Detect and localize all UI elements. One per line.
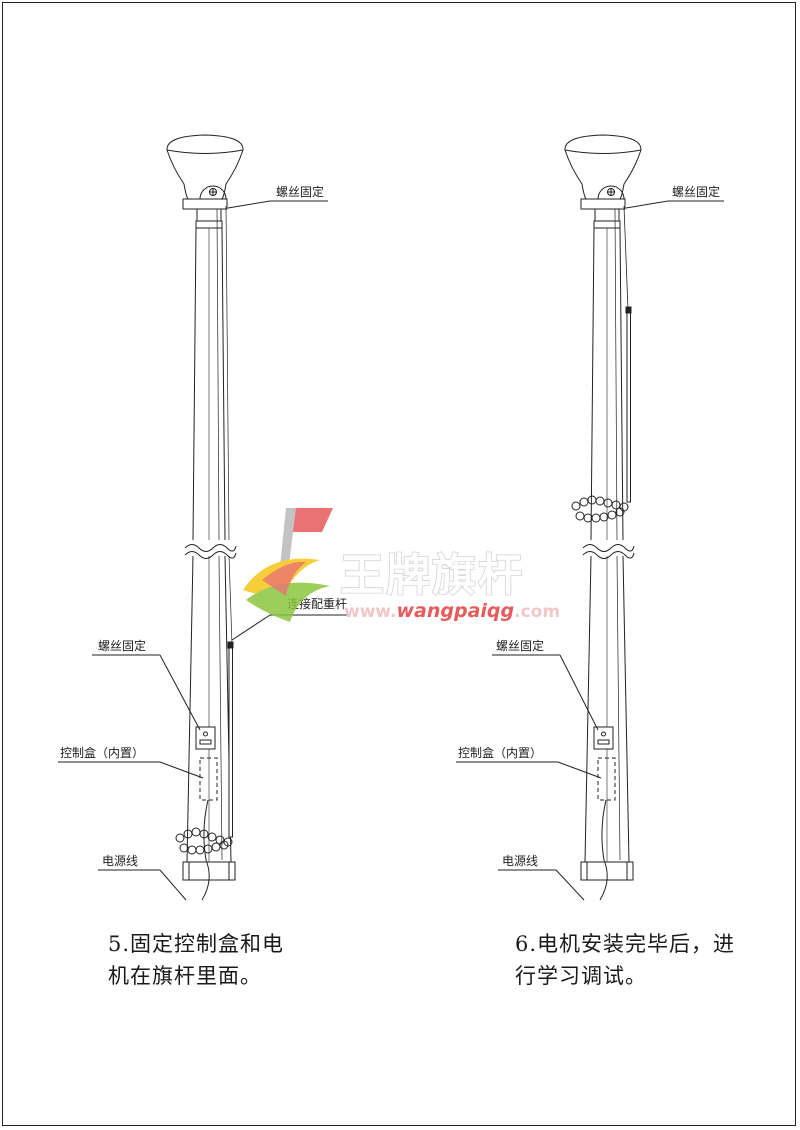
fig5-label-top-screw: 螺丝固定: [276, 184, 324, 199]
finial-ball: [166, 134, 244, 200]
counterweight-rod: [228, 644, 233, 838]
pole-left-edge: [192, 227, 197, 541]
fig6-label-low-screw: 螺丝固定: [496, 638, 544, 653]
figure-5: [58, 134, 350, 901]
caption-line: 6.电机安装完毕后，进: [515, 932, 736, 956]
watermark-url-prefix: www.: [344, 602, 397, 622]
pole-right-edge: [221, 227, 226, 541]
pulley-wheel: [199, 185, 227, 200]
figure-6: [456, 134, 724, 901]
fig5-label-power: 电源线: [102, 854, 138, 868]
watermark-url: www.wangpaiqg.com: [344, 600, 560, 622]
caption-line: 机在旗杆里面。: [108, 964, 262, 988]
fig6-label-top-screw: 螺丝固定: [672, 184, 720, 199]
caption-step-6: 6.电机安装完毕后，进 行学习调试。: [515, 928, 775, 992]
power-cable: [599, 799, 608, 901]
fig5-label-control-box: 控制盒（内置）: [60, 745, 144, 760]
pulley-box: [182, 198, 228, 210]
pulley-wheel: [597, 185, 625, 200]
caption-line: 行学习调试。: [515, 964, 647, 988]
fig5-label-low-screw: 螺丝固定: [98, 638, 146, 653]
caption-step-5: 5.固定控制盒和电 机在旗杆里面。: [108, 928, 318, 992]
control-box-dashed: [597, 757, 616, 801]
control-box-dashed: [199, 757, 218, 801]
pulley-box: [580, 198, 626, 210]
caption-line: 5.固定控制盒和电: [108, 932, 285, 956]
watermark-brand: 王牌旗杆: [340, 550, 524, 601]
control-plate: [195, 726, 216, 750]
watermark-logo-mark: [243, 508, 333, 622]
chain-loop: [175, 827, 233, 855]
finial-ball: [564, 134, 642, 200]
control-plate: [593, 726, 614, 750]
watermark-url-name: wangpaiqg: [397, 600, 515, 622]
chain-loop: [571, 495, 629, 523]
power-cable: [201, 799, 210, 901]
fig6-label-power: 电源线: [502, 854, 538, 868]
fig6-label-control-box: 控制盒（内置）: [458, 745, 542, 760]
watermark-url-suffix: .com: [514, 602, 560, 622]
counterweight-rod: [626, 309, 631, 503]
